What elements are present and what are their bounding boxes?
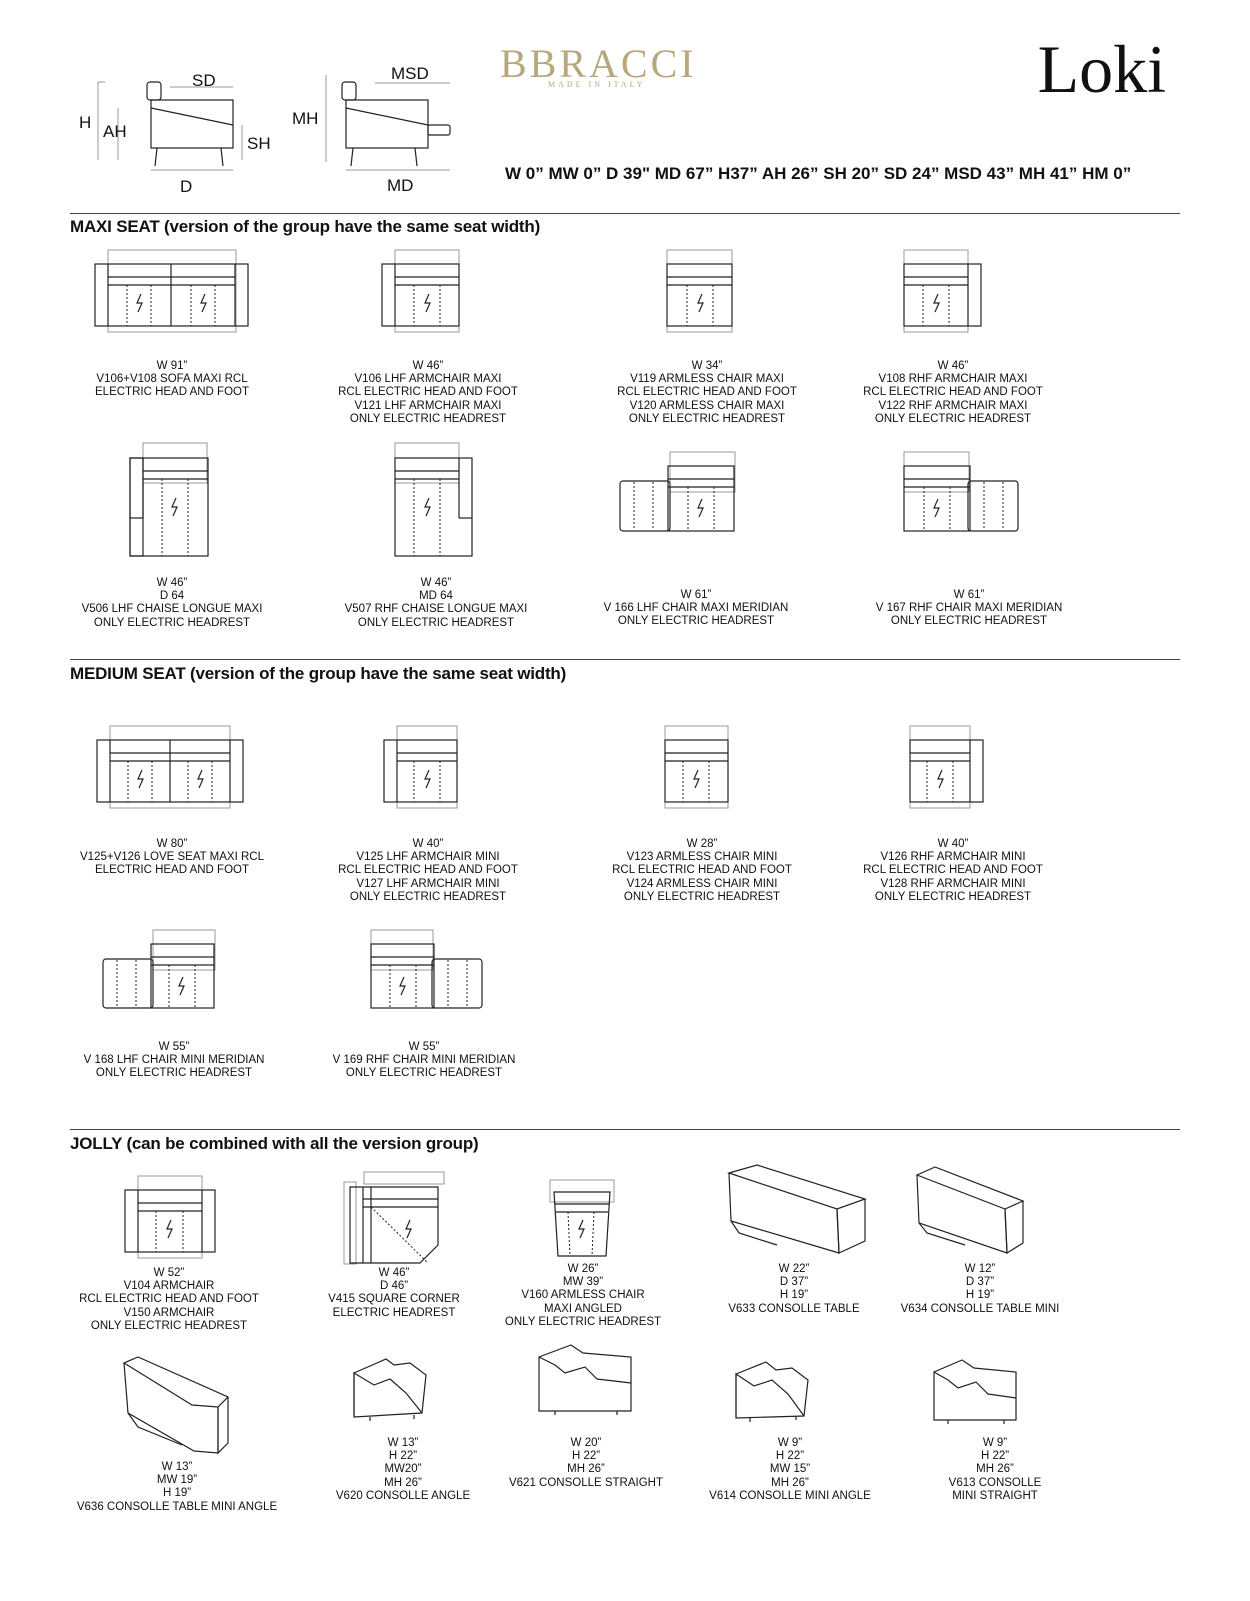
caption-jolly-9: W 9”H 22”MW 15”MH 26”V614 CONSOLLE MINI … bbox=[709, 1437, 871, 1502]
section-title-maxi: MAXI SEAT (version of the group have the… bbox=[70, 217, 541, 236]
jolly-armless-angled-diagram bbox=[549, 1179, 615, 1257]
section-title-medium: MEDIUM SEAT (version of the group have t… bbox=[70, 664, 567, 683]
caption-jolly-6: W 13”MW 19”H 19”V636 CONSOLLE TABLE MINI… bbox=[76, 1461, 278, 1513]
medium-armchair-rhf-diagram bbox=[909, 725, 984, 809]
dimension-spec: W 0” MW 0” D 39" MD 67” H37” AH 26” SH 2… bbox=[505, 164, 1132, 183]
jolly-consolle-straight-diagram bbox=[538, 1344, 632, 1415]
jolly-consolle-angle-diagram bbox=[353, 1358, 427, 1421]
medium-meridian-rhf-diagram bbox=[370, 929, 483, 1009]
caption-jolly-7: W 13”H 22”MW20”MH 26”V620 CONSOLLE ANGLE bbox=[335, 1437, 471, 1502]
medium-armless-diagram bbox=[664, 725, 729, 809]
divider bbox=[70, 213, 1180, 214]
label-sd: SD bbox=[192, 71, 216, 90]
label-msd: MSD bbox=[391, 64, 429, 83]
section-title-jolly: JOLLY (can be combined with all the vers… bbox=[70, 1134, 479, 1153]
maxi-chaise-rhf-diagram bbox=[394, 442, 473, 557]
maxi-chaise-lhf-diagram bbox=[129, 442, 209, 557]
maxi-sofa-diagram bbox=[94, 249, 249, 333]
brand-logo: BBRACCI bbox=[500, 41, 697, 86]
label-md: MD bbox=[387, 176, 414, 195]
jolly-consolle-table-mini-diagram bbox=[915, 1166, 1025, 1255]
jolly-consolle-mini-straight-diagram bbox=[933, 1359, 1017, 1424]
side-profile-diagram bbox=[97, 75, 451, 171]
label-sh: SH bbox=[247, 134, 271, 153]
product-title: Loki bbox=[1037, 31, 1166, 107]
maxi-armless-diagram bbox=[666, 249, 733, 333]
divider bbox=[70, 659, 1180, 660]
divider bbox=[70, 1129, 1180, 1130]
maxi-meridian-rhf-diagram bbox=[903, 451, 1019, 532]
caption-jolly-5: W 12”D 37”H 19”V634 CONSOLLE TABLE MINI bbox=[900, 1263, 1060, 1315]
label-ah: AH bbox=[103, 122, 127, 141]
label-h: H bbox=[79, 113, 92, 132]
jolly-square-corner-diagram bbox=[343, 1171, 445, 1265]
brand-tagline: MADE IN ITALY bbox=[548, 80, 646, 89]
jolly-consolle-table-diagram bbox=[726, 1164, 867, 1254]
jolly-armchair-diagram bbox=[124, 1175, 216, 1259]
maxi-armchair-rhf-diagram bbox=[903, 249, 982, 333]
label-mh: MH bbox=[292, 109, 319, 128]
medium-loveseat-diagram bbox=[96, 725, 244, 809]
maxi-meridian-lhf-diagram bbox=[619, 451, 736, 532]
maxi-armchair-lhf-diagram bbox=[381, 249, 460, 333]
medium-armchair-lhf-diagram bbox=[383, 725, 458, 809]
jolly-consolle-table-mini-angle-diagram bbox=[122, 1356, 230, 1455]
caption-jolly-4: W 22”D 37”H 19”V633 CONSOLLE TABLE bbox=[728, 1263, 860, 1315]
jolly-consolle-mini-angle-diagram bbox=[735, 1361, 809, 1422]
caption-jolly-8: W 20”H 22”MH 26”V621 CONSOLLE STRAIGHT bbox=[508, 1437, 664, 1489]
medium-meridian-lhf-diagram bbox=[102, 929, 216, 1009]
label-d: D bbox=[180, 177, 193, 196]
